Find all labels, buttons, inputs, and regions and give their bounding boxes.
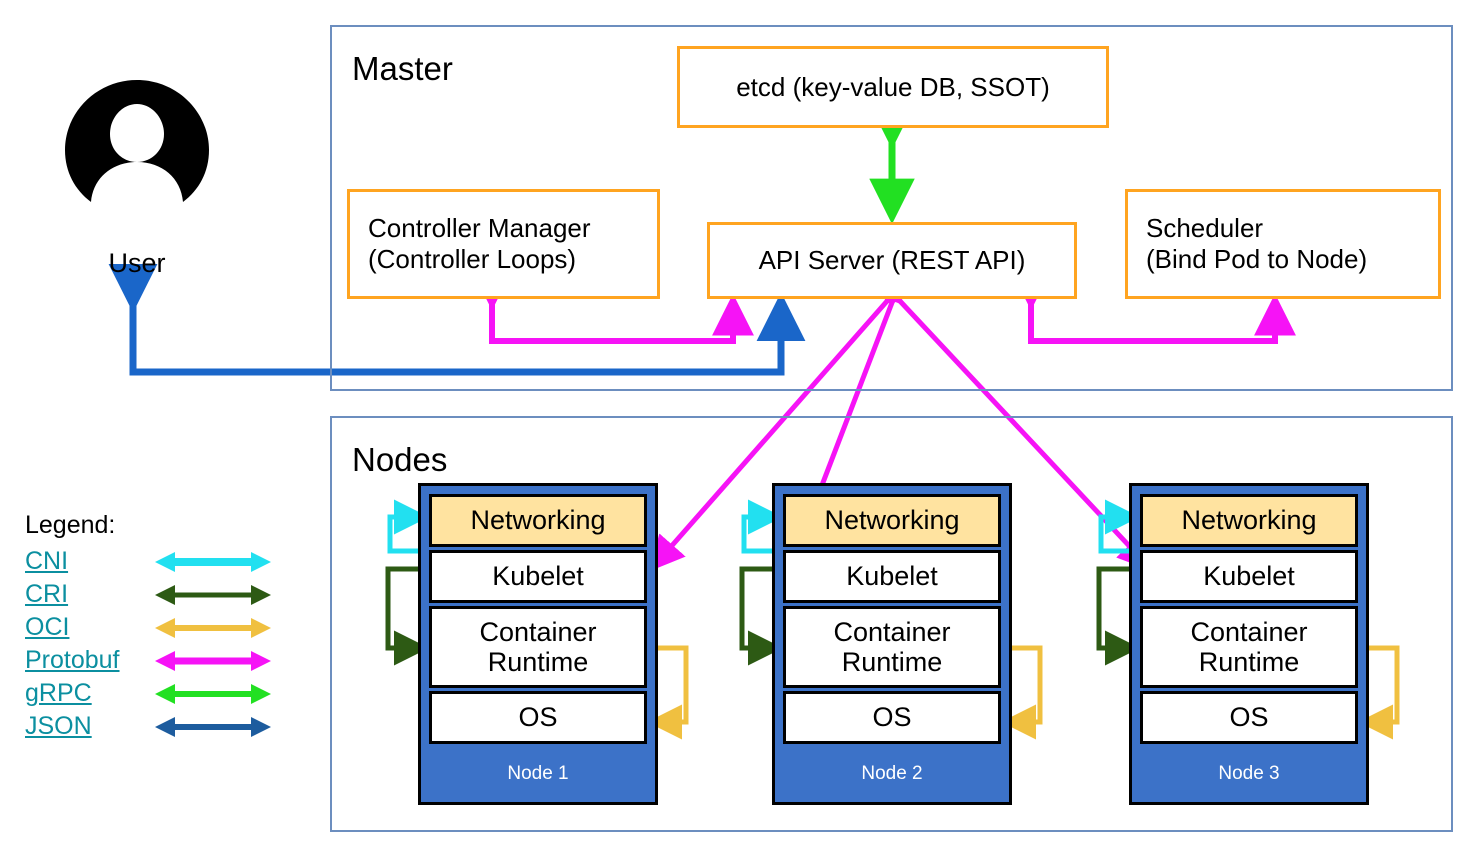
legend-row-cni[interactable]: CNI bbox=[25, 545, 273, 578]
nodes-panel bbox=[330, 416, 1453, 832]
node1-kubelet-label: Kubelet bbox=[492, 561, 584, 592]
legend-row-oci[interactable]: OCI bbox=[25, 611, 273, 644]
legend-arrow-protobuf bbox=[155, 650, 271, 671]
node3-kubelet-row[interactable]: Kubelet bbox=[1140, 550, 1358, 603]
controller-manager-label-line2: (Controller Loops) bbox=[368, 244, 577, 274]
node2-os-label: OS bbox=[872, 702, 912, 733]
legend-arrow-grpc bbox=[155, 683, 271, 704]
api-server-label: API Server (REST API) bbox=[758, 245, 1026, 276]
node3-os-label: OS bbox=[1229, 702, 1269, 733]
legend-row-cri[interactable]: CRI bbox=[25, 578, 273, 611]
user-avatar bbox=[63, 78, 211, 220]
controller-manager-box[interactable]: Controller Manager (Controller Loops) bbox=[347, 189, 660, 299]
node3-networking-label: Networking bbox=[1181, 505, 1317, 536]
legend-arrow-json bbox=[155, 716, 271, 737]
node3-networking-row[interactable]: Networking bbox=[1140, 494, 1358, 547]
nodes-panel-title: Nodes bbox=[352, 441, 448, 478]
legend-label-cri[interactable]: CRI bbox=[25, 580, 69, 608]
node3-kubelet-label: Kubelet bbox=[1203, 561, 1295, 592]
legend-label-protobuf[interactable]: Protobuf bbox=[25, 646, 120, 674]
legend-label-grpc[interactable]: gRPC bbox=[25, 679, 92, 707]
node1-kubelet-row[interactable]: Kubelet bbox=[429, 550, 647, 603]
master-panel bbox=[330, 25, 1453, 391]
legend-row-grpc[interactable]: gRPC bbox=[25, 677, 273, 710]
legend-row-protobuf[interactable]: Protobuf bbox=[25, 644, 273, 677]
node1-networking-label: Networking bbox=[470, 505, 606, 536]
scheduler-label-line1: Scheduler bbox=[1146, 213, 1264, 244]
legend-row-json[interactable]: JSON bbox=[25, 710, 273, 743]
etcd-box[interactable]: etcd (key-value DB, SSOT) bbox=[677, 46, 1109, 128]
master-panel-title: Master bbox=[352, 50, 453, 87]
node1-name: Node 1 bbox=[507, 763, 569, 784]
scheduler-label-line2: (Bind Pod to Node) bbox=[1146, 244, 1368, 274]
node2-name: Node 2 bbox=[861, 763, 923, 784]
legend-arrow-cri bbox=[155, 584, 271, 605]
node2-kubelet-row[interactable]: Kubelet bbox=[783, 550, 1001, 603]
scheduler-box[interactable]: Scheduler (Bind Pod to Node) bbox=[1125, 189, 1441, 299]
legend-label-cni[interactable]: CNI bbox=[25, 547, 69, 575]
controller-manager-label-line1: Controller Manager bbox=[368, 213, 591, 244]
node1-os-row[interactable]: OS bbox=[429, 691, 647, 744]
node2-os-row[interactable]: OS bbox=[783, 691, 1001, 744]
node1-os-label: OS bbox=[518, 702, 558, 733]
node1-networking-row[interactable]: Networking bbox=[429, 494, 647, 547]
etcd-label: etcd (key-value DB, SSOT) bbox=[736, 71, 1050, 102]
api-server-box[interactable]: API Server (REST API) bbox=[707, 222, 1077, 299]
legend-label-oci[interactable]: OCI bbox=[25, 613, 70, 641]
user-label: User bbox=[108, 248, 166, 278]
node3-name: Node 3 bbox=[1218, 763, 1280, 784]
legend-label-json[interactable]: JSON bbox=[25, 712, 92, 740]
legend: Legend: CNI CRI OCI Protobuf bbox=[25, 513, 273, 743]
legend-arrow-cni bbox=[155, 551, 271, 572]
user-avatar-icon bbox=[65, 80, 209, 202]
node3-os-row[interactable]: OS bbox=[1140, 691, 1358, 744]
node2-kubelet-label: Kubelet bbox=[846, 561, 938, 592]
node2-networking-row[interactable]: Networking bbox=[783, 494, 1001, 547]
node2-networking-label: Networking bbox=[824, 505, 960, 536]
legend-title: Legend: bbox=[25, 511, 116, 539]
legend-arrow-oci bbox=[155, 617, 271, 638]
